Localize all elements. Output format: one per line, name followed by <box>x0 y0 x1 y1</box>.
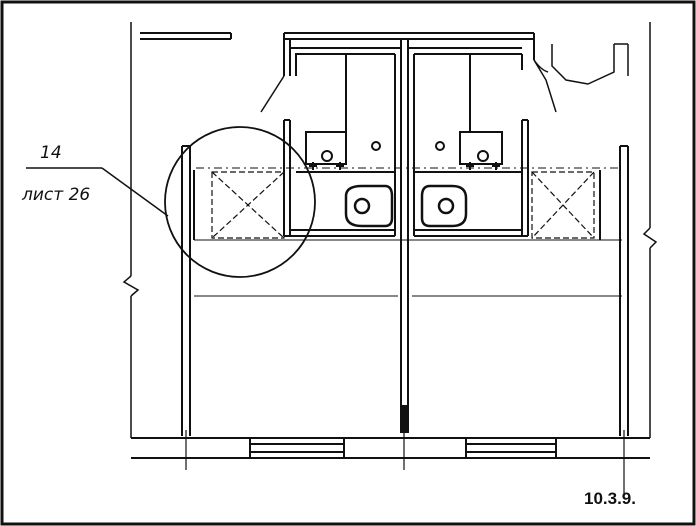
door-swings <box>260 43 629 113</box>
central-partition <box>400 39 409 433</box>
washbasin-right <box>414 131 522 173</box>
washbasin-left <box>296 131 395 173</box>
right-toilet-walls <box>408 47 529 237</box>
toilet-right <box>420 184 468 228</box>
vent-shaft-right <box>531 171 595 239</box>
vent-shaft-left <box>211 171 285 239</box>
wall-axis-ticks <box>185 430 625 496</box>
detail-callout-circle <box>164 126 316 278</box>
callout-sheet: лист 26 <box>21 185 90 205</box>
side-partitions <box>181 145 629 436</box>
left-toilet-walls <box>283 47 401 237</box>
bottom-wall <box>131 437 650 459</box>
toilet-left <box>344 184 394 228</box>
figure-label: 10.3.9. <box>584 489 636 508</box>
top-opening <box>140 32 232 40</box>
callout-leader-diagonal <box>101 167 169 217</box>
drain-right <box>435 141 445 151</box>
callout-number: 14 <box>40 143 62 163</box>
drain-left <box>371 141 381 151</box>
break-lines <box>122 22 658 438</box>
